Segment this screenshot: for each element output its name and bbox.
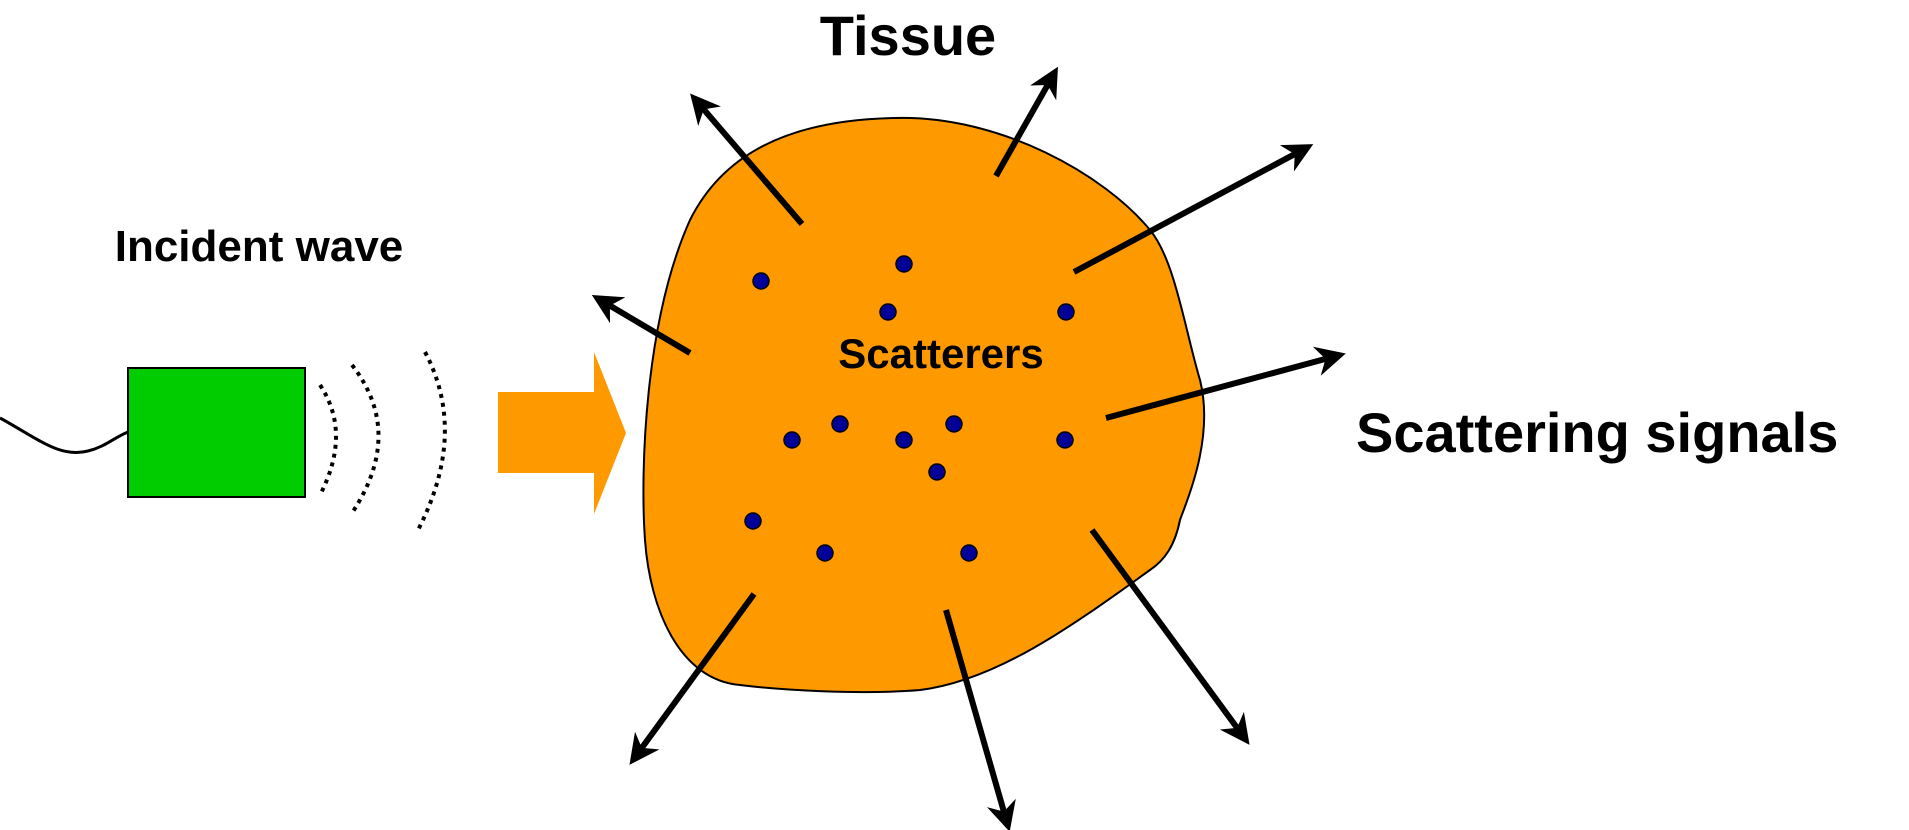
scattering-signals-label: Scattering signals	[1356, 401, 1838, 464]
scatterer-dot	[929, 464, 945, 480]
scatterer-dot	[961, 545, 977, 561]
scatterer-dot	[896, 432, 912, 448]
scatterer-dot	[1058, 304, 1074, 320]
scatterer-dot	[832, 416, 848, 432]
scatterer-dot	[1057, 432, 1073, 448]
scatterers-label: Scatterers	[838, 330, 1043, 377]
scatterer-dot	[946, 416, 962, 432]
wavefront	[352, 365, 379, 513]
scatterer-dot	[896, 256, 912, 272]
scatterer-dot	[880, 304, 896, 320]
wavefront	[418, 352, 445, 530]
scatterer-dot	[753, 273, 769, 289]
scattered-arrow	[1092, 530, 1246, 740]
scatterer-dot	[817, 545, 833, 561]
transducer	[128, 368, 305, 497]
scatterer-dot	[745, 513, 761, 529]
incident-wave-label: Incident wave	[115, 222, 404, 271]
wavefront	[320, 385, 336, 495]
tissue-region	[643, 118, 1204, 692]
tissue-label: Tissue	[820, 4, 996, 67]
scatterer-dot	[784, 432, 800, 448]
wavefronts	[320, 352, 445, 530]
incident-arrow	[498, 352, 626, 514]
transducer-cable	[0, 418, 128, 453]
